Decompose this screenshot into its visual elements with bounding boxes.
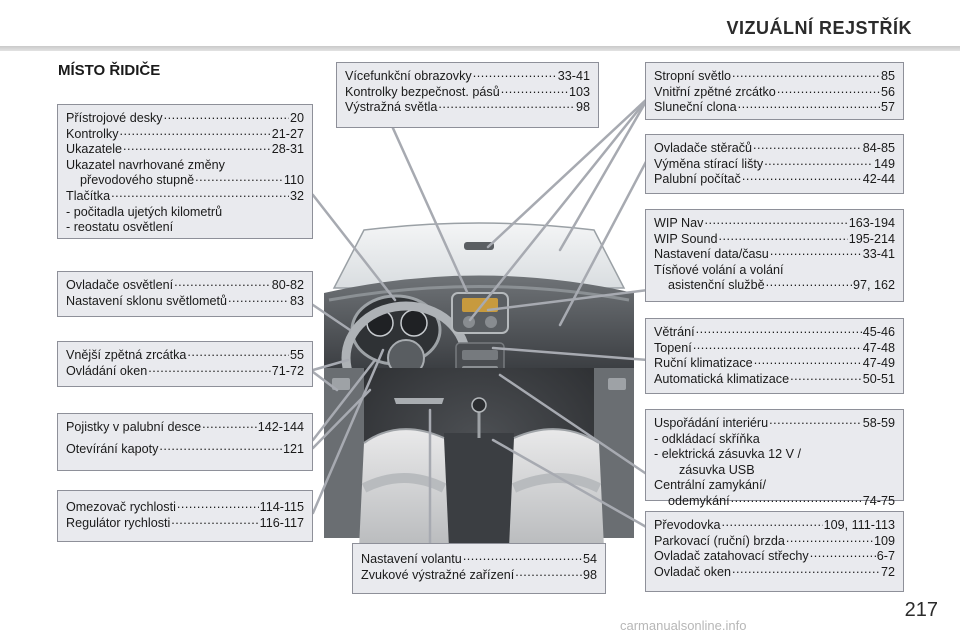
lighting-index-box: Ovladače osvětlení80-82 Nastavení sklonu… — [57, 271, 313, 317]
index-subitem: - odkládací skříňka — [654, 432, 895, 448]
page-number: 217 — [905, 599, 938, 622]
index-entry[interactable]: asistenční službě97, 162 — [654, 278, 895, 294]
watermark: carmanualsonline.info — [620, 618, 746, 633]
index-entry[interactable]: Automatická klimatizace50-51 — [654, 372, 895, 388]
index-subitem: zásuvka USB — [654, 463, 895, 479]
index-entry[interactable]: Sluneční clona57 — [654, 100, 895, 116]
display-index-box: Vícefunkční obrazovky33-41 Kontrolky bez… — [336, 62, 599, 128]
index-entry[interactable]: Ovládání oken71-72 — [66, 364, 304, 380]
index-entry[interactable]: Tlačítka32 — [66, 189, 304, 205]
speed-index-box: Omezovač rychlosti114-115 Regulátor rych… — [57, 490, 313, 542]
index-entry[interactable]: Regulátor rychlosti116-117 — [66, 516, 304, 532]
index-entry[interactable]: Zvukové výstražné zařízení98 — [361, 568, 597, 584]
steering-index-box: Nastavení volantu54 Zvukové výstražné za… — [352, 543, 606, 594]
index-subitem: - elektrická zásuvka 12 V / — [654, 447, 895, 463]
index-entry[interactable]: Výstražná světla98 — [345, 100, 590, 116]
index-entry[interactable]: Pojistky v palubní desce142-144 — [66, 420, 304, 436]
index-entry[interactable]: odemykání74-75 — [654, 494, 895, 510]
wipers-index-box: Ovladače stěračů84-85 Výměna stírací liš… — [645, 134, 904, 194]
roof-light-index-box: Stropní světlo85 Vnitřní zpětné zrcátko5… — [645, 62, 904, 120]
index-entry[interactable]: Uspořádání interiéru58-59 — [654, 416, 895, 432]
gearbox-index-box: Převodovka109, 111-113 Parkovací (ruční)… — [645, 511, 904, 592]
index-entry[interactable]: Otevírání kapoty121 — [66, 442, 304, 458]
ventilation-index-box: Větrání45-46 Topení47-48 Ruční klimatiza… — [645, 318, 904, 394]
index-entry[interactable]: Nastavení data/času33-41 — [654, 247, 895, 263]
mirrors-index-box: Vnější zpětná zrcátka55 Ovládání oken71-… — [57, 341, 313, 387]
index-subitem: - počitadla ujetých kilometrů — [66, 205, 304, 221]
index-subitem: - reostatu osvětlení — [66, 220, 304, 236]
fuses-index-box: Pojistky v palubní desce142-144 Otevírán… — [57, 413, 313, 471]
index-entry[interactable]: Ukazatele28-31 — [66, 142, 304, 158]
wip-index-box: WIP Nav163-194 WIP Sound195-214 Nastaven… — [645, 209, 904, 302]
index-entry[interactable]: Nastavení sklonu světlometů83 — [66, 294, 304, 310]
index-entry[interactable]: Ovladač oken72 — [654, 565, 895, 581]
index-entry[interactable]: Palubní počítač42-44 — [654, 172, 895, 188]
interior-index-box: Uspořádání interiéru58-59 - odkládací sk… — [645, 409, 904, 501]
instruments-index-box: Přístrojové desky20 Kontrolky21-27 Ukaza… — [57, 104, 313, 239]
